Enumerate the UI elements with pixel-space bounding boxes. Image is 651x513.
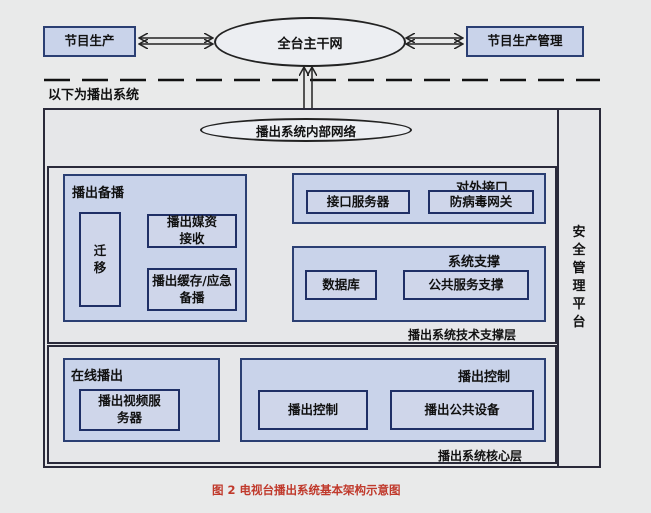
system-support-title: 系统支撑 [448, 255, 501, 270]
public-service-box: 公共服务支撑 [403, 270, 529, 300]
cache-backup-box: 播出缓存/应急备播 [147, 268, 237, 311]
arrow-backbone-management [407, 38, 462, 44]
interface-server-box: 接口服务器 [306, 190, 410, 214]
program-management-box: 节目生产管理 [466, 26, 584, 57]
antivirus-gateway-box: 防病毒网关 [428, 190, 534, 214]
program-production-box: 节目生产 [43, 26, 136, 57]
tech-support-layer-label: 播出系统技术支撑层 [408, 328, 517, 342]
online-playout-title: 在线播出 [71, 369, 124, 384]
video-server-label: 播出视频服务器 [98, 393, 161, 425]
security-platform-box [557, 108, 601, 468]
playout-control-box: 播出控制 [258, 390, 368, 430]
public-equipment-label: 播出公共设备 [424, 401, 500, 417]
public-equipment-box: 播出公共设备 [390, 390, 534, 430]
database-label: 数据库 [322, 276, 360, 292]
backup-group-title: 播出备播 [72, 186, 125, 201]
security-platform-label: 安全管理平台 [572, 225, 586, 330]
cache-backup-label: 播出缓存/应急备播 [152, 272, 232, 305]
migrate-label: 迁移 [93, 242, 107, 275]
arrow-production-backbone [140, 38, 212, 44]
internal-network-oval: 播出系统内部网络 [200, 118, 412, 142]
figure-caption: 图 2 电视台播出系统基本架构示意图 [212, 483, 401, 497]
divider-label: 以下为播出系统 [48, 88, 140, 103]
media-receive-label: 播出媒资接收 [166, 214, 217, 246]
backbone-network-label: 全台主干网 [277, 36, 343, 52]
media-receive-box: 播出媒资接收 [147, 214, 237, 248]
migrate-box: 迁移 [79, 212, 121, 307]
interface-server-label: 接口服务器 [326, 193, 390, 209]
playout-control-label: 播出控制 [287, 401, 338, 417]
program-management-label: 节目生产管理 [487, 33, 563, 49]
public-service-label: 公共服务支撑 [428, 276, 504, 292]
backbone-network-oval: 全台主干网 [214, 17, 406, 67]
core-layer-label: 播出系统核心层 [438, 449, 523, 463]
program-production-label: 节目生产 [64, 33, 115, 49]
video-server-box: 播出视频服务器 [79, 389, 180, 431]
database-box: 数据库 [305, 270, 377, 300]
playout-control-title: 播出控制 [458, 370, 511, 385]
internal-network-label: 播出系统内部网络 [255, 123, 356, 139]
antivirus-gateway-label: 防病毒网关 [449, 193, 513, 209]
